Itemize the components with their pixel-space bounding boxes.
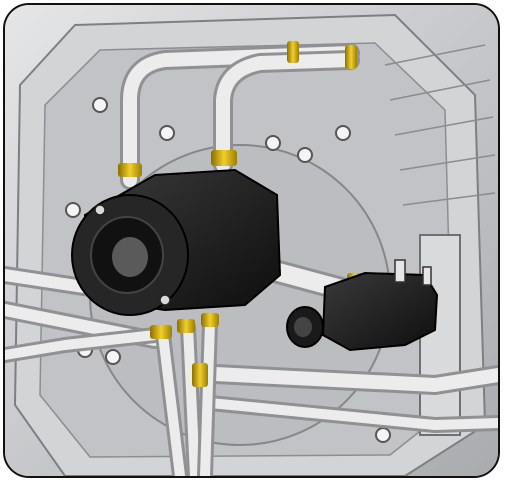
pipes	[5, 43, 498, 476]
cooling-fins	[384, 44, 496, 206]
render-illustration	[5, 5, 498, 476]
image-frame	[3, 3, 500, 478]
manifold-block	[71, 168, 282, 316]
valve-fitting	[286, 259, 439, 352]
